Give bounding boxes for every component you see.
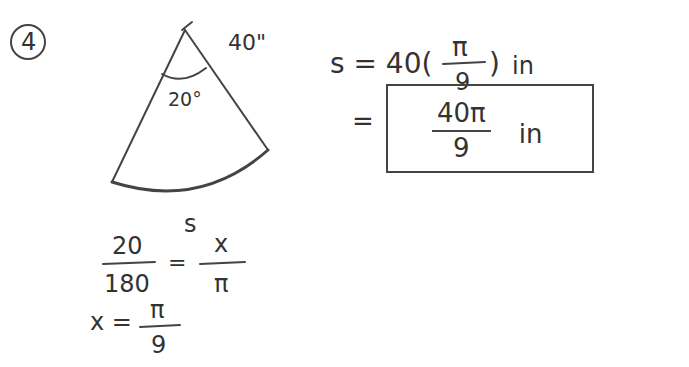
denominator: 180 [104, 272, 150, 296]
denominator: 9 [151, 333, 166, 357]
unit-label: in [519, 121, 543, 147]
equation-text: ) [489, 50, 500, 78]
equation-text: s = 40( [330, 50, 432, 78]
equation-text: x = [90, 310, 132, 334]
numerator: 40π [437, 100, 486, 126]
answer-box: 40π 9 in [386, 84, 594, 173]
denominator: π [214, 272, 228, 296]
equals-sign: = [168, 252, 186, 274]
radius-label: 40" [228, 32, 266, 54]
fraction-bar [432, 130, 491, 132]
unit-label: in [512, 54, 534, 78]
denominator: 9 [453, 135, 470, 161]
numerator: x [214, 232, 228, 256]
equals-sign: = [352, 108, 374, 134]
angle-label: 20° [168, 90, 202, 109]
numerator: π [150, 298, 164, 322]
numerator: 20 [112, 234, 143, 258]
arc-label: s [184, 212, 197, 236]
numerator: π [452, 34, 468, 60]
callout-number: 4 [21, 30, 36, 54]
denominator: 9 [455, 70, 470, 94]
